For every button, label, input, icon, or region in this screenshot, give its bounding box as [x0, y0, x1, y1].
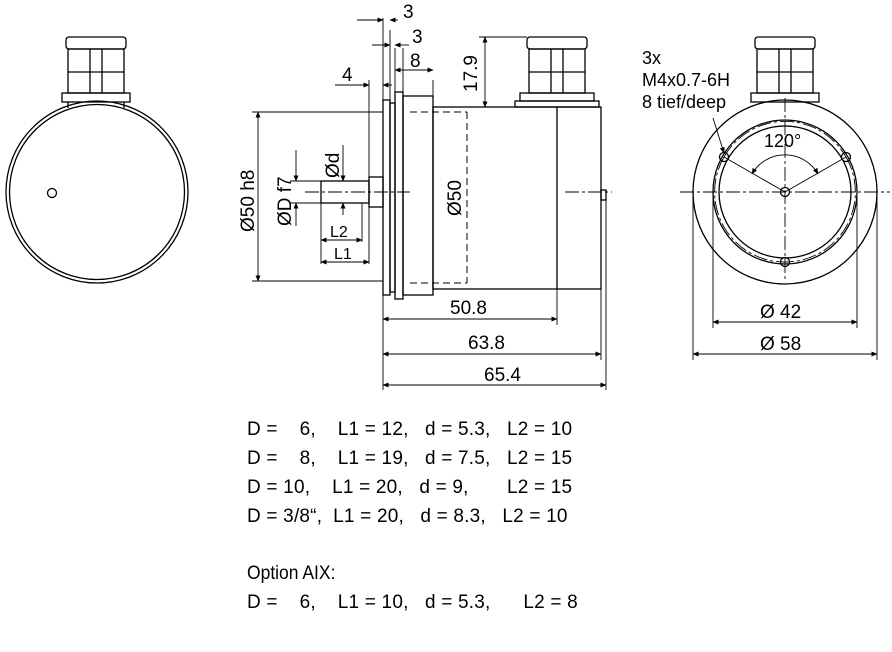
- holes-thread-label: M4x0.7-6H: [642, 70, 730, 90]
- dim-4: 4: [342, 65, 353, 86]
- spec-line-d10: D = 10, L1 = 20, d = 9, L2 = 15: [247, 477, 573, 498]
- dim-L1: L1: [334, 246, 352, 263]
- spec-line-d8: D = 8, L1 = 19, d = 7.5, L2 = 15: [247, 448, 573, 469]
- dim-dia-d: Ød: [323, 153, 344, 178]
- dim-8: 8: [410, 51, 421, 72]
- dim-65-4: 65.4: [484, 365, 521, 386]
- dim-17-9: 17.9: [461, 55, 482, 92]
- dim-50-8: 50.8: [450, 298, 487, 319]
- dim-dia-50: Ø50: [445, 180, 466, 216]
- dim-L2: L2: [330, 224, 348, 241]
- rear-view: [5, 36, 189, 284]
- spec-line-d3-8: D = 3/8“, L1 = 20, d = 8.3, L2 = 10: [247, 506, 568, 527]
- dim-63-8: 63.8: [468, 333, 505, 354]
- option-spec-line: D = 6, L1 = 10, d = 5.3, L2 = 8: [247, 592, 578, 613]
- dim-dia-42: Ø 42: [760, 302, 801, 323]
- dim-dia-D-f7: ØD f7: [275, 176, 296, 226]
- technical-drawing: 3 3 8 4 17.9 Ø50 h8 ØD f7 Ød Ø50 L2 L1 5…: [5, 2, 890, 390]
- dim-3-top: 3: [403, 2, 414, 23]
- option-title: Option AIX:: [247, 563, 336, 584]
- dim-3-second: 3: [412, 27, 423, 48]
- holes-depth-label: 8 tief/deep: [642, 92, 726, 112]
- side-view: [320, 36, 607, 300]
- angle-label: 120°: [764, 131, 801, 151]
- dim-dia-58: Ø 58: [760, 334, 801, 355]
- dim-dia-50-h8: Ø50 h8: [238, 170, 259, 232]
- holes-count-label: 3x: [642, 48, 661, 68]
- spec-line-d6: D = 6, L1 = 12, d = 5.3, L2 = 10: [247, 419, 573, 440]
